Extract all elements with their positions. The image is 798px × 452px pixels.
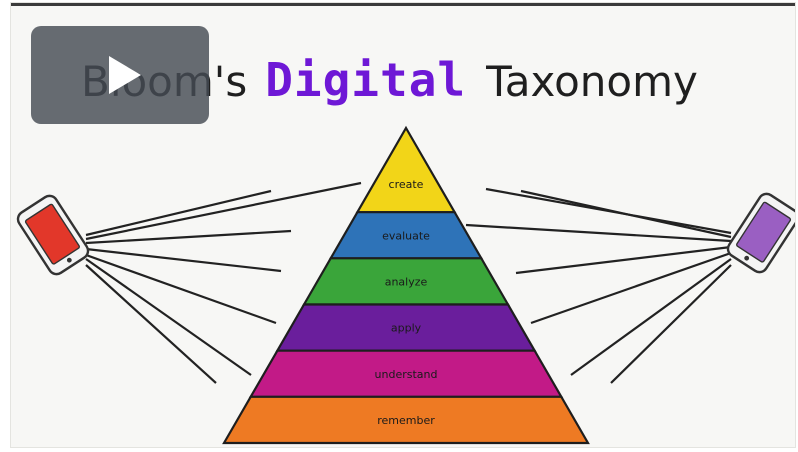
pyramid-level-create (355, 125, 457, 214)
left-connection-lines (85, 181, 362, 384)
right-smartphone-icon (726, 192, 795, 274)
pyramid-label-analyze: analyze (385, 275, 428, 288)
pyramid-label-create: create (389, 178, 424, 191)
play-icon (109, 56, 141, 94)
pyramid-label-remember: remember (377, 414, 435, 427)
right-connection-lines (465, 187, 732, 384)
title-part-taxonomy: Taxonomy (486, 57, 698, 106)
pyramid-label-understand: understand (375, 368, 438, 381)
video-top-bar (11, 3, 795, 6)
taxonomy-illustration: create evaluate analyze apply understand reme… (16, 125, 795, 445)
page-title: Bloom's Digital Taxonomy (81, 53, 698, 113)
pyramid-label-evaluate: evaluate (382, 229, 430, 242)
pyramid-level-remember (222, 395, 590, 445)
pyramid-label-apply: apply (391, 322, 422, 335)
play-button[interactable] (31, 26, 209, 124)
title-part-digital: Digital (265, 53, 467, 107)
pyramid: create evaluate analyze apply understand reme… (222, 125, 590, 445)
left-smartphone-icon (16, 194, 90, 276)
video-frame[interactable]: create evaluate analyze apply understand reme… (10, 2, 796, 448)
